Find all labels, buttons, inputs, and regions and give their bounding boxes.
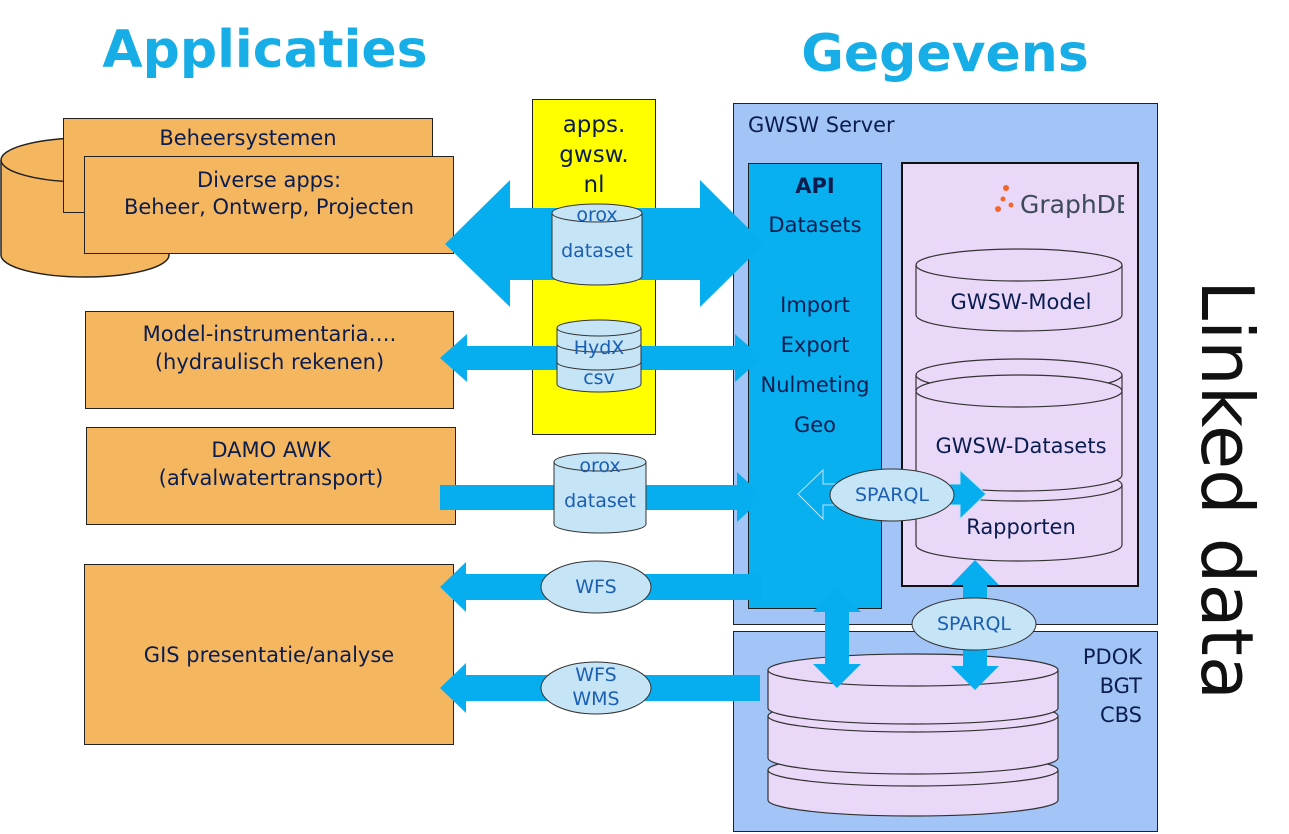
portal-label-line1: apps. xyxy=(562,112,626,138)
api-title: API xyxy=(795,174,835,198)
c3-top-label: orox xyxy=(579,455,621,477)
db-gwsw-datasets xyxy=(915,358,1123,492)
sparql2-label: SPARQL xyxy=(936,613,1012,635)
db-gwsw-datasets-label: GWSW-Datasets xyxy=(935,434,1107,458)
connector-orox-dataset-2 xyxy=(553,452,647,534)
db-rapporten-label: Rapporten xyxy=(966,515,1076,539)
c1-bottom-label: dataset xyxy=(561,240,633,262)
beheersystemen-label: Beheersystemen xyxy=(159,126,337,150)
heading-applicaties: Applicaties xyxy=(102,20,428,80)
api-item-import: Import xyxy=(780,293,850,317)
db-gwsw-model-label: GWSW-Model xyxy=(950,290,1092,314)
heading-gegevens: Gegevens xyxy=(801,24,1089,84)
damo-line2: (afvalwatertransport) xyxy=(158,466,384,490)
damo-awk-box: DAMO AWK (afvalwatertransport) xyxy=(86,427,456,525)
db-gwsw-model xyxy=(915,248,1123,332)
c1-top-label: orox xyxy=(576,204,618,226)
model-line1: Model-instrumentaria…. xyxy=(142,322,397,346)
connector-wfs xyxy=(540,560,652,614)
connector-hydx-csv xyxy=(556,319,642,393)
wfs-wms-label: WFS WMS xyxy=(541,663,651,711)
external-pdok: PDOK xyxy=(1082,645,1142,669)
graphdb-logo-text: GraphDB xyxy=(1020,190,1124,219)
wfs-wms-line1: WFS xyxy=(575,664,617,686)
external-sources-label: PDOK BGT CBS xyxy=(1070,643,1142,730)
connector-orox-dataset-1 xyxy=(551,203,643,286)
c2-bottom-label: csv xyxy=(583,367,615,389)
graphdb-logo: GraphDB xyxy=(995,185,1124,219)
connector-wfs-wms xyxy=(540,661,652,715)
portal-label: apps. gwsw. nl xyxy=(532,110,656,200)
api-item-datasets: Datasets xyxy=(768,213,862,237)
c2-top-label: HydX xyxy=(573,337,625,359)
wfs-label: WFS xyxy=(575,576,617,598)
wfs-wms-line2: WMS xyxy=(572,688,620,710)
sparql1-label: SPARQL xyxy=(854,484,930,506)
gis-box: GIS presentatie/analyse xyxy=(84,564,454,745)
linked-data-label-wrap: Linked data xyxy=(1172,280,1282,700)
linked-data-label: Linked data xyxy=(1185,280,1269,700)
api-panel xyxy=(748,163,882,609)
gis-label: GIS presentatie/analyse xyxy=(143,643,395,667)
external-cbs: CBS xyxy=(1099,703,1142,727)
diverse-apps-line2: Beheer, Ontwerp, Projecten xyxy=(123,195,415,219)
gwsw-server-title: GWSW Server xyxy=(748,113,895,137)
external-bgt: BGT xyxy=(1099,674,1142,698)
portal-label-line2: gwsw. xyxy=(559,142,629,168)
api-item-geo: Geo xyxy=(793,413,837,437)
api-item-export: Export xyxy=(780,333,850,357)
connector-sparql-1 xyxy=(829,468,955,522)
diverse-apps-box: Diverse apps: Beheer, Ontwerp, Projecten xyxy=(84,156,454,254)
connector-sparql-2 xyxy=(911,597,1037,651)
vertical-arrow-api-external xyxy=(813,587,861,688)
model-line2: (hydraulisch rekenen) xyxy=(154,350,385,374)
api-item-nulmeting: Nulmeting xyxy=(760,373,870,397)
c3-bottom-label: dataset xyxy=(564,490,636,512)
portal-label-line3: nl xyxy=(583,172,605,198)
model-instrumentaria-box: Model-instrumentaria…. (hydraulisch reke… xyxy=(85,311,454,409)
damo-line1: DAMO AWK xyxy=(211,438,331,462)
diverse-apps-line1: Diverse apps: xyxy=(196,168,342,192)
